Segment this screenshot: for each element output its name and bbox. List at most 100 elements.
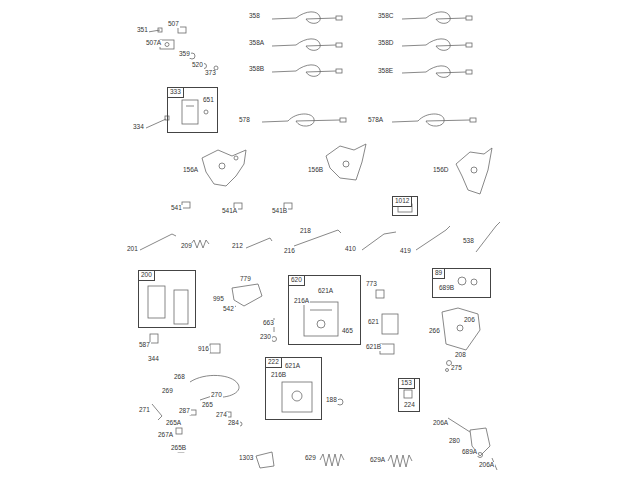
part-drawing bbox=[466, 16, 472, 20]
callout-number: 621A bbox=[284, 363, 301, 370]
callout-number: 629A bbox=[369, 457, 386, 464]
kit-contents bbox=[148, 100, 477, 412]
part-drawing bbox=[202, 150, 246, 186]
part-drawing bbox=[204, 110, 208, 114]
part-drawing bbox=[148, 286, 165, 318]
callout-number: 359 bbox=[178, 51, 191, 58]
part-drawing bbox=[182, 100, 198, 124]
part-drawing bbox=[446, 369, 449, 372]
callout-number: 651 bbox=[202, 97, 215, 104]
callout-number: 689B bbox=[438, 285, 455, 292]
part-drawing bbox=[404, 390, 412, 398]
part-drawing bbox=[190, 410, 196, 415]
part-drawing bbox=[176, 428, 182, 434]
callout-number: 358A bbox=[248, 40, 265, 47]
callout-number: 216A bbox=[293, 298, 310, 305]
part-drawing bbox=[337, 399, 343, 405]
callout-number: 358E bbox=[377, 68, 394, 75]
callout-number: 265A bbox=[165, 420, 182, 427]
part-drawing bbox=[190, 375, 239, 400]
callout-number: 216 bbox=[283, 248, 296, 255]
part-drawing bbox=[150, 334, 158, 343]
part-drawing bbox=[256, 452, 274, 468]
part-drawing bbox=[272, 12, 336, 23]
callout-number: 156B bbox=[307, 167, 324, 174]
callout-number: 275 bbox=[450, 365, 463, 372]
callout-number: 218 bbox=[299, 228, 312, 235]
kit-number: 222 bbox=[265, 357, 282, 368]
kit-number: 1012 bbox=[392, 196, 412, 207]
callout-number: 287 bbox=[178, 408, 191, 415]
links-and-springs bbox=[140, 204, 500, 252]
parts-kit-box: 333 651 bbox=[167, 87, 218, 133]
part-drawing bbox=[140, 234, 176, 250]
callout-number: 689A bbox=[461, 449, 478, 456]
callout-number: 344 bbox=[147, 356, 160, 363]
part-drawing bbox=[388, 455, 412, 467]
callout-number: 270 bbox=[210, 392, 223, 399]
part-drawing bbox=[471, 167, 477, 173]
callout-number: 995 bbox=[212, 296, 225, 303]
part-drawing bbox=[376, 290, 384, 298]
control-brackets bbox=[182, 144, 492, 209]
callout-number: 578A bbox=[367, 117, 384, 124]
callout-number: 280 bbox=[448, 438, 461, 445]
callout-number: 206A bbox=[478, 462, 495, 469]
callout-number: 334 bbox=[132, 124, 145, 131]
part-drawing bbox=[234, 156, 238, 160]
part-drawing bbox=[336, 69, 342, 73]
callout-number: 156D bbox=[432, 167, 450, 174]
kit-number: 620 bbox=[288, 275, 305, 286]
part-drawing bbox=[292, 391, 302, 401]
callout-number: 156A bbox=[182, 167, 199, 174]
callout-number: 216B bbox=[270, 372, 287, 379]
callout-number: 274 bbox=[215, 412, 228, 419]
callout-number: 621 bbox=[367, 319, 380, 326]
part-drawing bbox=[272, 39, 336, 50]
part-drawing bbox=[382, 314, 398, 334]
callout-number: 351 bbox=[136, 27, 149, 34]
callout-number: 188 bbox=[325, 397, 338, 404]
part-drawing bbox=[174, 290, 188, 324]
part-drawing bbox=[448, 418, 470, 432]
part-drawing bbox=[262, 114, 340, 126]
callout-number: 265B bbox=[170, 445, 187, 452]
part-drawing bbox=[182, 202, 190, 208]
part-drawing bbox=[478, 453, 483, 458]
part-drawing bbox=[186, 106, 194, 107]
callout-number: 541B bbox=[271, 208, 288, 215]
callout-number: 465 bbox=[341, 328, 354, 335]
part-drawing bbox=[392, 114, 470, 126]
governor-parts bbox=[150, 284, 480, 372]
callout-number: 541 bbox=[170, 205, 183, 212]
callout-number: 578 bbox=[238, 117, 251, 124]
part-drawing bbox=[476, 222, 500, 252]
kit-number: 333 bbox=[167, 87, 184, 98]
callout-number: 269 bbox=[161, 388, 174, 395]
part-drawing bbox=[320, 454, 344, 466]
callout-number: 284 bbox=[227, 420, 240, 427]
part-drawing bbox=[219, 163, 225, 169]
part-drawing bbox=[402, 12, 466, 23]
part-drawing bbox=[272, 337, 277, 342]
lower-parts bbox=[256, 418, 497, 470]
part-drawing bbox=[343, 161, 349, 167]
callout-number: 230 bbox=[259, 334, 272, 341]
callout-number: 271 bbox=[138, 407, 151, 414]
part-drawing bbox=[310, 310, 332, 311]
callout-number: 1303 bbox=[238, 455, 254, 462]
callout-number: 587 bbox=[138, 342, 151, 349]
callout-number: 208 bbox=[454, 352, 467, 359]
part-drawing bbox=[304, 302, 338, 336]
callout-number: 265 bbox=[201, 402, 214, 409]
part-drawing bbox=[466, 43, 472, 47]
parts-kit-box: 620216A621A465 bbox=[288, 275, 361, 345]
callout-number: 916 bbox=[197, 346, 210, 353]
callout-number: 268 bbox=[173, 374, 186, 381]
part-drawing bbox=[470, 118, 476, 122]
callout-number: 373 bbox=[204, 70, 217, 77]
callout-number: 201 bbox=[126, 246, 139, 253]
part-drawing bbox=[336, 16, 342, 20]
parts-kit-box: 1012 bbox=[392, 196, 418, 216]
